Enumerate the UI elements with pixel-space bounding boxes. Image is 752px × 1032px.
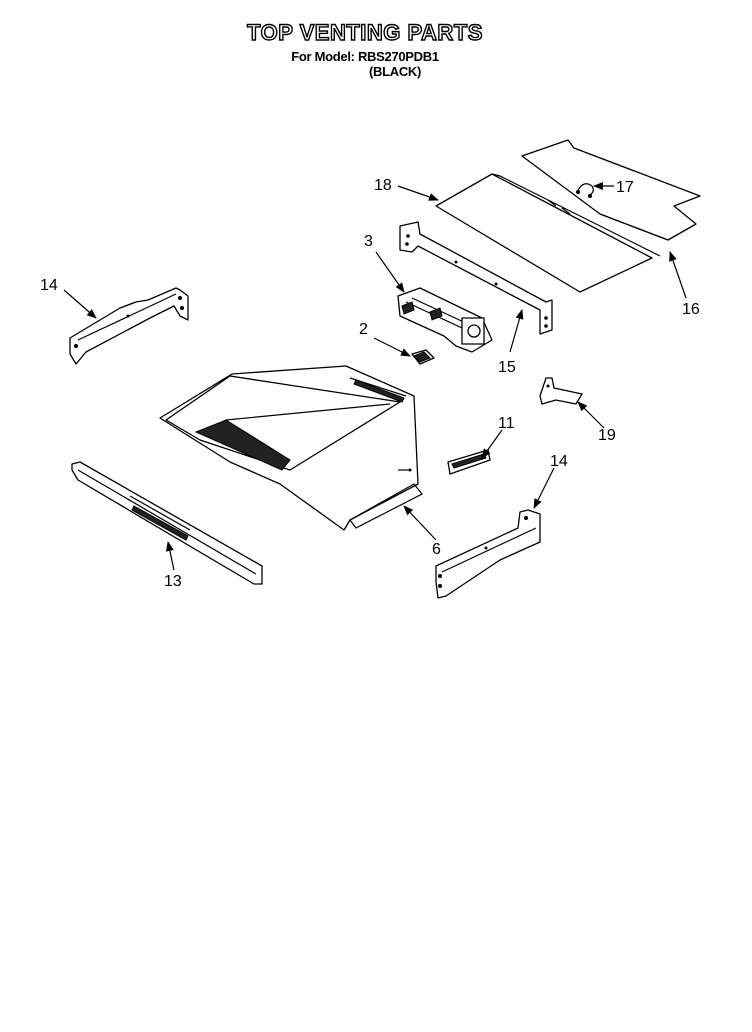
part-17-clip[interactable]: [547, 183, 594, 215]
callout-numbers: 18 17 16 3 2 15 14 19 11 14 6 13: [40, 177, 700, 590]
part-6-vent-hood[interactable]: [159, 365, 423, 531]
callout-14-right: 14: [550, 453, 568, 470]
callout-16: 16: [682, 301, 700, 318]
part-3-fan-motor[interactable]: [397, 287, 493, 353]
callout-14-left: 14: [40, 277, 58, 294]
diagram-title: TOP VENTING PARTS: [246, 19, 483, 45]
callout-18: 18: [374, 177, 392, 194]
part-14-left-bracket[interactable]: [69, 287, 189, 365]
callout-3: 3: [364, 233, 373, 250]
part-2-switch[interactable]: [411, 349, 435, 365]
part-16-top-panel[interactable]: [521, 139, 701, 241]
part-11-terminal-block[interactable]: [447, 449, 491, 475]
part-18-shield[interactable]: [435, 173, 661, 293]
model-line: For Model: RBS270PDB1: [291, 49, 439, 64]
callout-13: 13: [164, 573, 182, 590]
part-19-small-bracket[interactable]: [539, 377, 583, 405]
callout-11: 11: [498, 415, 515, 432]
callout-19: 19: [598, 427, 616, 444]
color-line: (BLACK): [368, 64, 422, 79]
callout-2: 2: [359, 321, 368, 338]
part-14-right-bracket[interactable]: [435, 509, 541, 599]
callout-leaders: [63, 182, 687, 571]
callout-6: 6: [432, 541, 441, 558]
callout-17: 17: [616, 179, 634, 196]
part-15-bracket[interactable]: [399, 221, 553, 335]
part-13-front-rail[interactable]: [71, 461, 263, 585]
callout-15: 15: [498, 359, 516, 376]
